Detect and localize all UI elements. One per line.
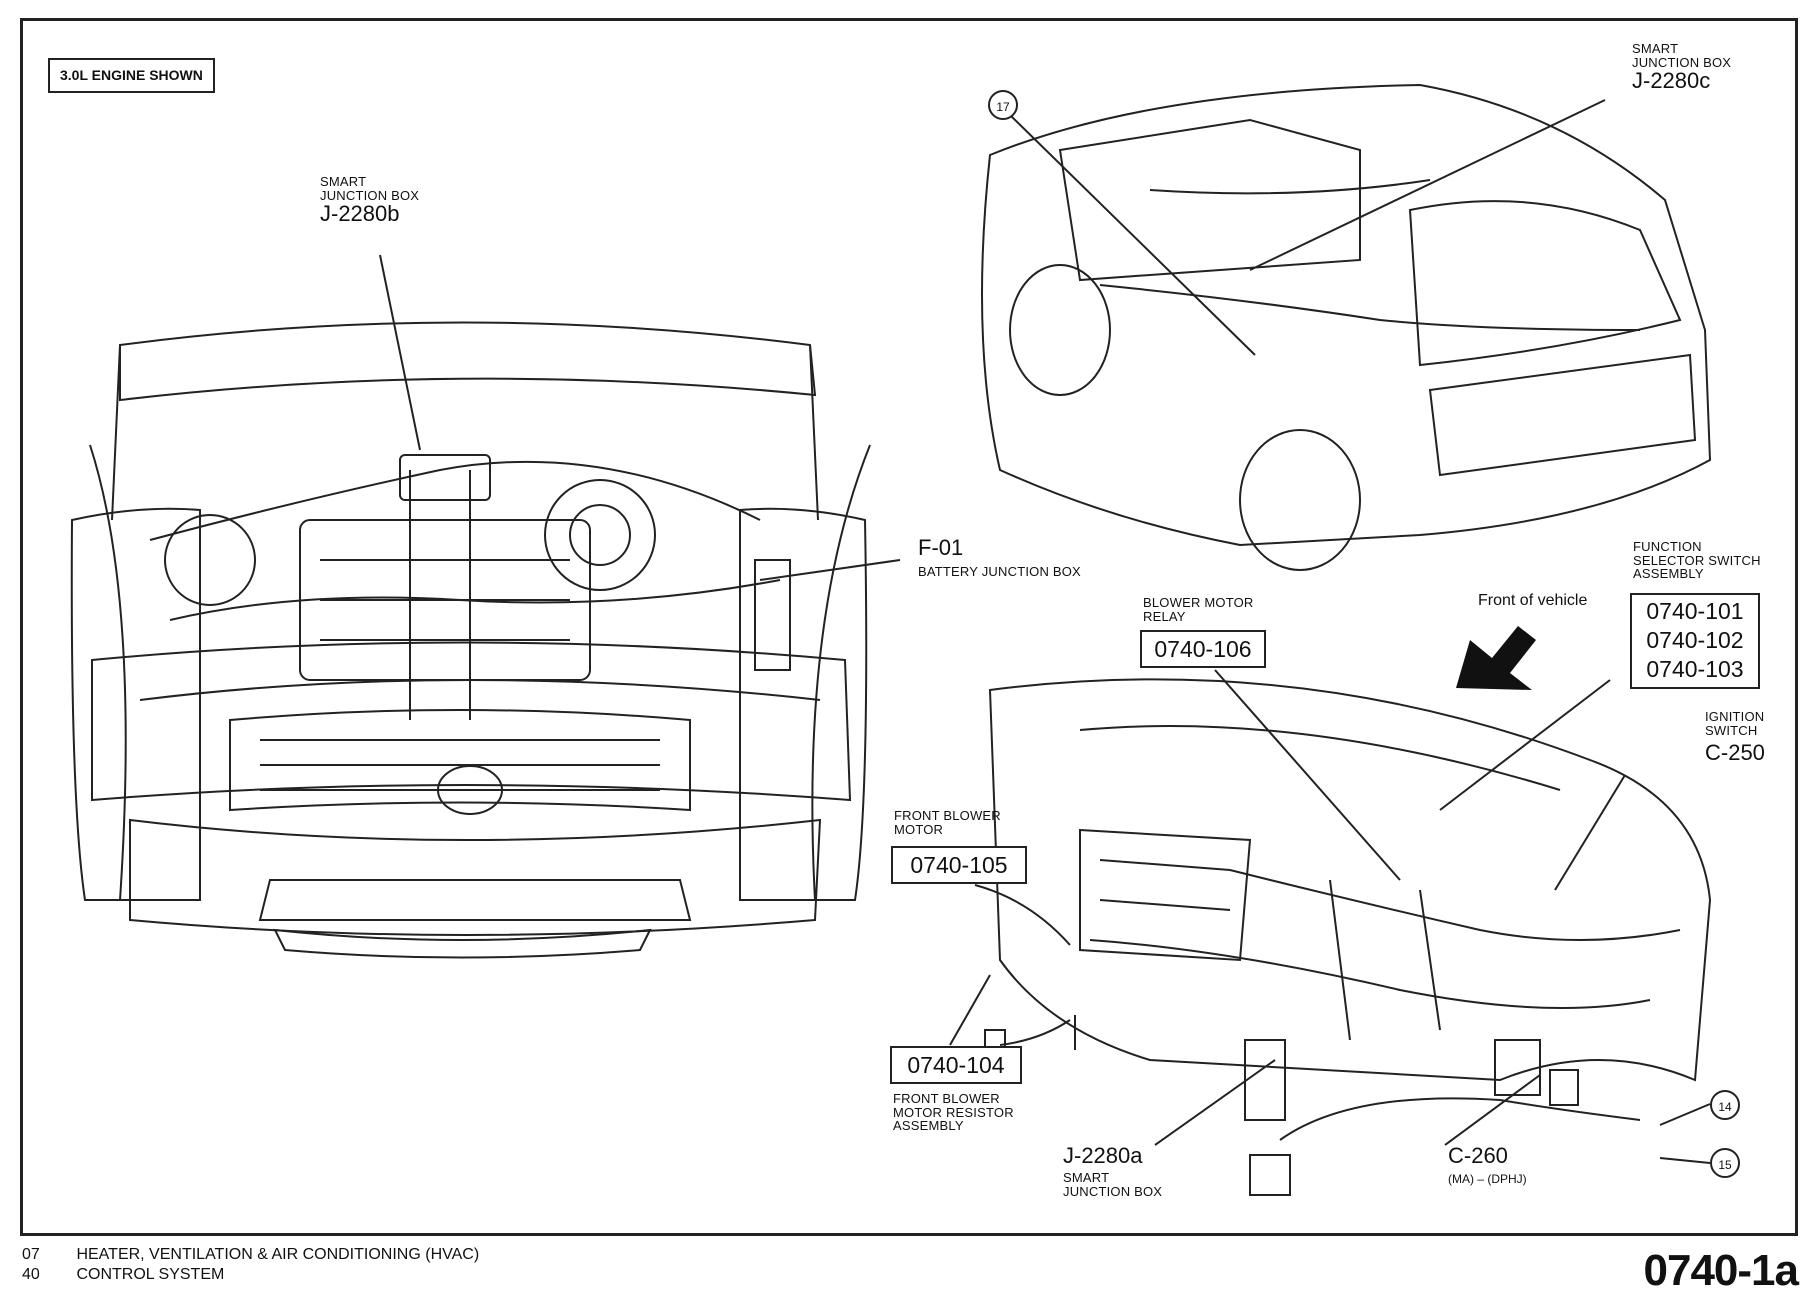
f01-label: F-01 BATTERY JUNCTION BOX xyxy=(918,536,1081,579)
sjb-a-line2: JUNCTION BOX xyxy=(1063,1183,1163,1199)
sjb-a-label: J-2280a SMART JUNCTION BOX xyxy=(1063,1144,1162,1198)
footer-line2-text: CONTROL SYSTEM xyxy=(76,1266,225,1283)
resistor-line1: FRONT BLOWER xyxy=(893,1091,1000,1106)
function-selector-line1: FUNCTION xyxy=(1633,539,1702,554)
engine-note-box: 3.0L ENGINE SHOWN xyxy=(48,58,215,93)
instrument-panel-drawing xyxy=(984,678,1712,1196)
engine-bay-drawing xyxy=(70,321,871,959)
sjb-c-code: J-2280c xyxy=(1632,68,1711,94)
resistor-code: 0740-104 xyxy=(907,1052,1005,1078)
sjb-c-line2: JUNCTION BOX xyxy=(1632,54,1732,70)
front-blower-code-box: 0740-105 xyxy=(891,846,1027,884)
page-number: 0740-1a xyxy=(1643,1246,1799,1295)
sjb-c-label: SMART JUNCTION BOX J-2280c xyxy=(1632,41,1732,94)
front-of-vehicle-label: Front of vehicle xyxy=(1478,592,1588,609)
leader-lines xyxy=(379,99,1711,1164)
function-selector-code-1: 0740-101 xyxy=(1646,598,1744,624)
footer-line1-text: HEATER, VENTILATION & AIR CONDITIONING (… xyxy=(76,1246,480,1263)
function-selector-line3: ASSEMBLY xyxy=(1633,566,1704,582)
function-selector-code-2: 0740-102 xyxy=(1646,627,1744,653)
front-blower-line2: MOTOR xyxy=(894,821,944,837)
ignition-line2: SWITCH xyxy=(1705,722,1758,738)
f01-code: F-01 xyxy=(918,535,964,560)
callout-14: 14 xyxy=(1710,1090,1740,1120)
vehicle-rear-drawing xyxy=(981,83,1712,571)
blower-relay-code-box: 0740-106 xyxy=(1140,630,1266,668)
ignition-line1: IGNITION xyxy=(1705,709,1765,724)
footer-line1: 07 HEATER, VENTILATION & AIR CONDITIONIN… xyxy=(22,1246,479,1264)
engine-note: 3.0L ENGINE SHOWN xyxy=(60,67,203,83)
footer-line2: 40 CONTROL SYSTEM xyxy=(22,1266,224,1284)
function-selector-line2: SELECTOR SWITCH xyxy=(1633,552,1761,568)
front-blower-code: 0740-105 xyxy=(910,852,1008,878)
front-blower-line1: FRONT BLOWER xyxy=(894,808,1001,823)
footer-line2-num: 40 xyxy=(22,1266,40,1283)
function-selector-code-3: 0740-103 xyxy=(1646,656,1744,682)
resistor-code-box: 0740-104 xyxy=(890,1046,1022,1084)
blower-relay-code: 0740-106 xyxy=(1154,636,1252,662)
c260-note: (MA) – (DPHJ) xyxy=(1448,1172,1527,1187)
front-blower-label: FRONT BLOWER MOTOR xyxy=(894,809,1001,836)
resistor-line3: ASSEMBLY xyxy=(893,1118,964,1134)
blower-relay-line2: RELAY xyxy=(1143,608,1186,624)
footer-line1-num: 07 xyxy=(22,1246,40,1263)
function-selector-label: FUNCTION SELECTOR SWITCH ASSEMBLY xyxy=(1633,540,1761,581)
c260-code: C-260 xyxy=(1448,1143,1508,1168)
callout-17: 17 xyxy=(988,90,1018,120)
ignition-label: IGNITION SWITCH C-250 xyxy=(1705,709,1765,766)
sjb-b-label: SMART JUNCTION BOX J-2280b xyxy=(320,174,420,227)
sjb-c-line1: SMART xyxy=(1632,41,1679,56)
blower-relay-label: BLOWER MOTOR RELAY xyxy=(1143,596,1254,623)
function-selector-codes-box: 0740-101 0740-102 0740-103 xyxy=(1630,593,1760,689)
resistor-label: FRONT BLOWER MOTOR RESISTOR ASSEMBLY xyxy=(893,1092,1014,1133)
ignition-code: C-250 xyxy=(1705,740,1765,766)
sjb-a-line1: SMART xyxy=(1063,1170,1110,1186)
c260-label: C-260 (MA) – (DPHJ) xyxy=(1448,1144,1527,1186)
sjb-b-line2: JUNCTION BOX xyxy=(320,187,420,203)
blower-relay-line1: BLOWER MOTOR xyxy=(1143,595,1254,610)
diagram-frame xyxy=(20,18,1798,1236)
resistor-line2: MOTOR RESISTOR xyxy=(893,1104,1014,1120)
front-of-vehicle-arrow xyxy=(1456,626,1536,690)
callout-15: 15 xyxy=(1710,1148,1740,1178)
sjb-b-code: J-2280b xyxy=(320,201,400,227)
sjb-a-code: J-2280a xyxy=(1063,1143,1143,1168)
sjb-b-line1: SMART xyxy=(320,174,367,189)
f01-desc: BATTERY JUNCTION BOX xyxy=(918,564,1081,580)
